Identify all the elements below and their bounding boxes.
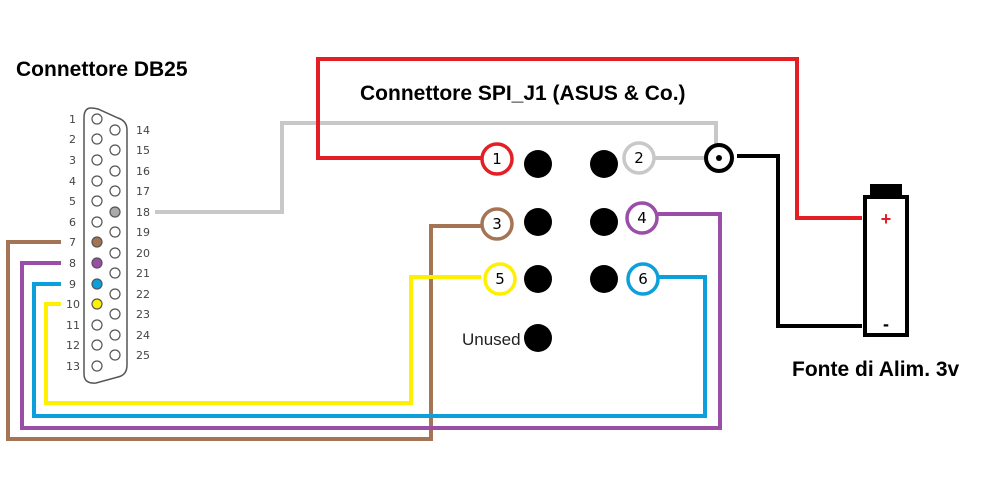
db25-pin <box>109 124 121 136</box>
db25-pin-number: 18 <box>136 206 150 219</box>
spi-ring-1 <box>480 142 514 176</box>
db25-pin <box>109 144 121 156</box>
db25-pin <box>109 247 121 259</box>
db25-pin <box>109 308 121 320</box>
spi-pin-dot <box>590 265 618 293</box>
db25-pin-number: 11 <box>66 319 80 332</box>
db25-pin-number: 7 <box>69 236 76 249</box>
spi-pin-label-4: 4 <box>637 209 647 227</box>
db25-pin-9 <box>91 278 103 290</box>
spi-pin-label-3: 3 <box>492 215 502 233</box>
db25-pin-number: 20 <box>136 247 150 260</box>
db25-pin <box>91 175 103 187</box>
ground-junction-dot <box>716 155 722 161</box>
power-title: Fonte di Alim. 3v <box>792 358 960 381</box>
spi-pin-dot <box>590 208 618 236</box>
db25-bottom-row <box>109 124 121 361</box>
db25-pin-number: 22 <box>136 288 150 301</box>
spi-pin-label-2: 2 <box>634 149 644 167</box>
db25-pin <box>109 185 121 197</box>
db25-pin-number: 19 <box>136 226 150 239</box>
spi-ring-3 <box>480 207 514 241</box>
db25-pin <box>91 195 103 207</box>
db25-pin-10 <box>91 298 103 310</box>
db25-pin-number: 25 <box>136 349 150 362</box>
db25-pin-number: 17 <box>136 185 150 198</box>
db25-pin <box>91 154 103 166</box>
spi-title: Connettore SPI_J1 (ASUS & Co.) <box>360 82 686 105</box>
db25-pin-number: 5 <box>69 195 76 208</box>
spi-pin-dot-unused <box>524 324 552 352</box>
db25-pin-number: 14 <box>136 124 150 137</box>
db25-top-row <box>91 113 103 372</box>
db25-pin <box>91 216 103 228</box>
db25-pin-number: 13 <box>66 360 80 373</box>
db25-pin <box>109 267 121 279</box>
db25-pin <box>91 319 103 331</box>
db25-pin-number: 4 <box>69 175 76 188</box>
spi-header-pins <box>524 150 618 352</box>
db25-pin <box>109 329 121 341</box>
wire-red <box>316 57 862 220</box>
db25-pin <box>109 288 121 300</box>
db25-pin-number: 10 <box>66 298 80 311</box>
db25-title: Connettore DB25 <box>16 58 188 81</box>
spi-ring-6 <box>626 262 660 296</box>
spi-pin-label-6: 6 <box>638 270 648 288</box>
db25-pin-number: 9 <box>69 278 76 291</box>
db25-pin-number: 6 <box>69 216 76 229</box>
db25-pin-8 <box>91 257 103 269</box>
wire-blue <box>32 275 707 418</box>
battery-plus-sign: + <box>881 209 892 229</box>
db25-pin-number: 16 <box>136 165 150 178</box>
db25-pin <box>109 226 121 238</box>
spi-ring-4 <box>625 201 659 235</box>
wire-yellow <box>44 275 481 405</box>
spi-pin-dot <box>590 150 618 178</box>
db25-pin-number: 15 <box>136 144 150 157</box>
db25-pin-number: 21 <box>136 267 150 280</box>
battery-minus-sign: - <box>883 314 889 334</box>
db25-pin-number: 3 <box>69 154 76 167</box>
spi-pin-label-1: 1 <box>492 150 502 168</box>
spi-ring-5 <box>483 262 517 296</box>
db25-pin <box>109 349 121 361</box>
db25-pin <box>91 133 103 145</box>
battery-cap <box>870 184 902 198</box>
db25-pin-number: 12 <box>66 339 80 352</box>
unused-label: Unused <box>462 330 521 349</box>
wire-brown <box>6 224 481 441</box>
db25-pin <box>91 113 103 125</box>
battery-body <box>863 195 909 337</box>
db25-pin-number: 2 <box>69 133 76 146</box>
wire-black <box>737 154 862 328</box>
spi-pin-label-5: 5 <box>495 270 505 288</box>
db25-pin-number: 8 <box>69 257 76 270</box>
spi-ring-2 <box>622 141 656 175</box>
db25-pin-number: 24 <box>136 329 150 342</box>
spi-pin-dot <box>524 208 552 236</box>
db25-pin-18 <box>109 206 121 218</box>
wire-purple <box>20 212 722 430</box>
db25-pin-number: 23 <box>136 308 150 321</box>
db25-pin <box>91 360 103 372</box>
spi-pin-dot <box>524 150 552 178</box>
spi-pin-dot <box>524 265 552 293</box>
db25-pin-number: 1 <box>69 113 76 126</box>
db25-pin <box>109 165 121 177</box>
db25-pin-7 <box>91 236 103 248</box>
db25-pin <box>91 339 103 351</box>
